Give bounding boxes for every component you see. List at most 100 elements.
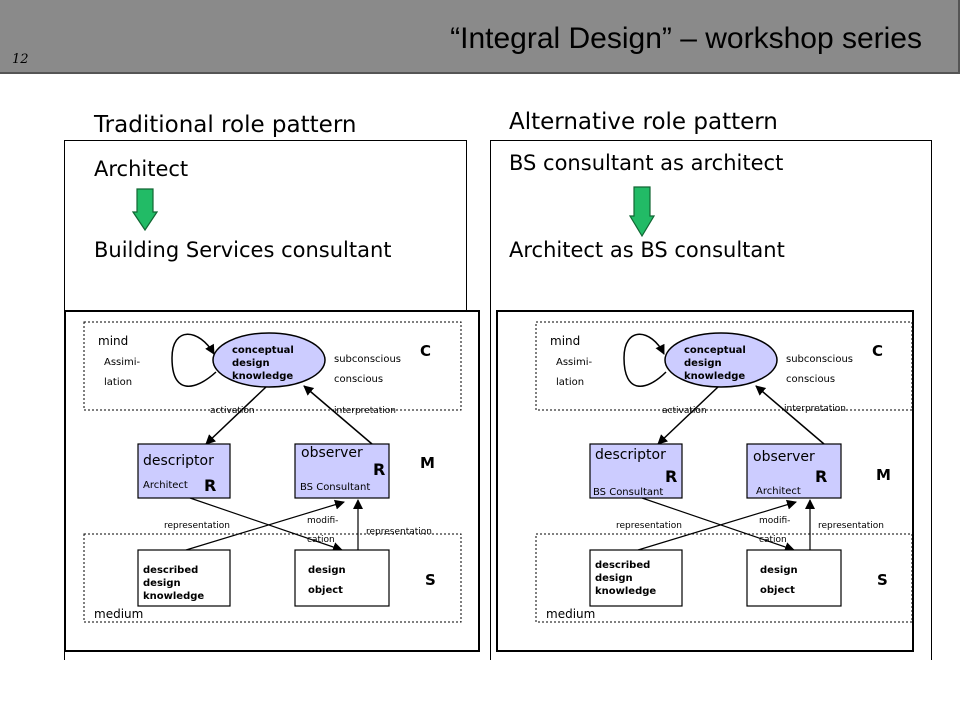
design-object-line-1: design (760, 565, 798, 576)
modification-arrow (641, 497, 795, 552)
design-object-line-1: design (308, 565, 346, 576)
descriptor-role: Architect (143, 480, 188, 491)
conceptual-line-2: design (232, 358, 270, 369)
conscious-label: conscious (786, 374, 835, 385)
modification-label-1: modifi- (307, 516, 338, 526)
assimilation-label-2: lation (104, 377, 132, 388)
described-line-1: described (595, 560, 650, 571)
medium-region (535, 533, 913, 623)
s-label: S (877, 571, 888, 589)
descriptor-role: BS Consultant (593, 487, 663, 498)
assimilation-loop (623, 333, 667, 387)
mind-region (535, 321, 913, 411)
observer-box (746, 443, 842, 499)
observer-r-label: R (373, 460, 385, 479)
representation-left-arrow (185, 499, 345, 551)
representation-right-label: representation (818, 521, 884, 531)
conceptual-line-3: knowledge (684, 371, 745, 382)
interpretation-label: interpretation (334, 406, 396, 416)
described-knowledge-box (589, 549, 683, 607)
observer-r-label: R (815, 467, 827, 486)
right-role-bottom: Architect as BS consultant (509, 238, 785, 262)
activation-label: activation (210, 406, 255, 416)
interpretation-label: interpretation (784, 404, 846, 414)
medium-region (83, 533, 462, 623)
described-line-3: knowledge (143, 591, 204, 602)
modification-label-2: cation (759, 535, 787, 545)
subconscious-label: subconscious (786, 354, 853, 365)
mind-label: mind (550, 334, 580, 348)
representation-left-label: representation (164, 521, 230, 531)
left-role-top: Architect (94, 157, 189, 181)
interpretation-arrow (303, 385, 373, 445)
design-object-box (294, 549, 390, 607)
design-object-line-2: object (308, 585, 343, 596)
mind-label: mind (98, 334, 128, 348)
left-green-down-arrow-icon (132, 188, 158, 232)
medium-label: medium (546, 607, 595, 621)
c-label: C (420, 342, 431, 360)
assimilation-loop (171, 333, 217, 387)
descriptor-label: descriptor (143, 453, 214, 469)
left-frame-right (466, 140, 467, 310)
described-knowledge-box (137, 549, 231, 607)
conceptual-line-2: design (684, 358, 722, 369)
m-label: M (876, 466, 891, 484)
left-frame-top (64, 140, 466, 141)
right-frame-right (931, 140, 932, 660)
activation-arrow (205, 386, 267, 445)
right-role-top: BS consultant as architect (509, 151, 784, 175)
design-object-line-2: object (760, 585, 795, 596)
described-line-3: knowledge (595, 586, 656, 597)
conceptual-line-1: conceptual (684, 345, 746, 356)
s-label: S (425, 571, 436, 589)
described-line-2: design (143, 578, 181, 589)
observer-role: BS Consultant (300, 482, 370, 493)
descriptor-box (589, 443, 683, 499)
assimilation-label-1: Assimi- (104, 357, 141, 368)
assimilation-label-2: lation (556, 377, 584, 388)
slide-title: “Integral Design” – workshop series (450, 22, 922, 55)
described-line-2: design (595, 573, 633, 584)
slide-header (0, 0, 960, 74)
right-green-down-arrow-icon (629, 186, 655, 238)
observer-label: observer (301, 445, 363, 461)
diagram-border (64, 310, 480, 652)
right-role-diagram: mind Assimi- lation conceptual design kn… (496, 310, 914, 652)
mind-region (83, 321, 462, 411)
observer-role: Architect (756, 486, 801, 497)
design-object-box (746, 549, 842, 607)
descriptor-label: descriptor (595, 447, 666, 463)
left-role-bottom: Building Services consultant (94, 238, 392, 262)
representation-left-arrow (637, 499, 797, 551)
modification-label-1: modifi- (759, 516, 790, 526)
right-panel-title: Alternative role pattern (509, 109, 778, 135)
modification-arrow (189, 497, 343, 552)
medium-label: medium (94, 607, 143, 621)
observer-label: observer (753, 449, 815, 465)
representation-left-label: representation (616, 521, 682, 531)
activation-label: activation (662, 406, 707, 416)
m-label: M (420, 454, 435, 472)
c-label: C (872, 342, 883, 360)
conceptual-knowledge-ellipse (664, 332, 778, 388)
representation-right-label: representation (366, 527, 432, 537)
conceptual-line-3: knowledge (232, 371, 293, 382)
descriptor-box (137, 443, 231, 499)
activation-arrow (657, 386, 719, 445)
described-line-1: described (143, 565, 198, 576)
conceptual-knowledge-ellipse (212, 332, 326, 388)
left-panel-title: Traditional role pattern (94, 112, 357, 138)
left-role-diagram: mind Assimi- lation conceptual design kn… (64, 310, 480, 652)
observer-box (294, 443, 390, 499)
conceptual-line-1: conceptual (232, 345, 294, 356)
diagram-border (496, 310, 914, 652)
conscious-label: conscious (334, 374, 383, 385)
right-frame-left (490, 140, 491, 660)
descriptor-r-label: R (665, 467, 677, 486)
modification-label-2: cation (307, 535, 335, 545)
descriptor-r-label: R (204, 476, 216, 495)
interpretation-arrow (755, 385, 825, 445)
slide-number: 12 (12, 52, 29, 67)
subconscious-label: subconscious (334, 354, 401, 365)
